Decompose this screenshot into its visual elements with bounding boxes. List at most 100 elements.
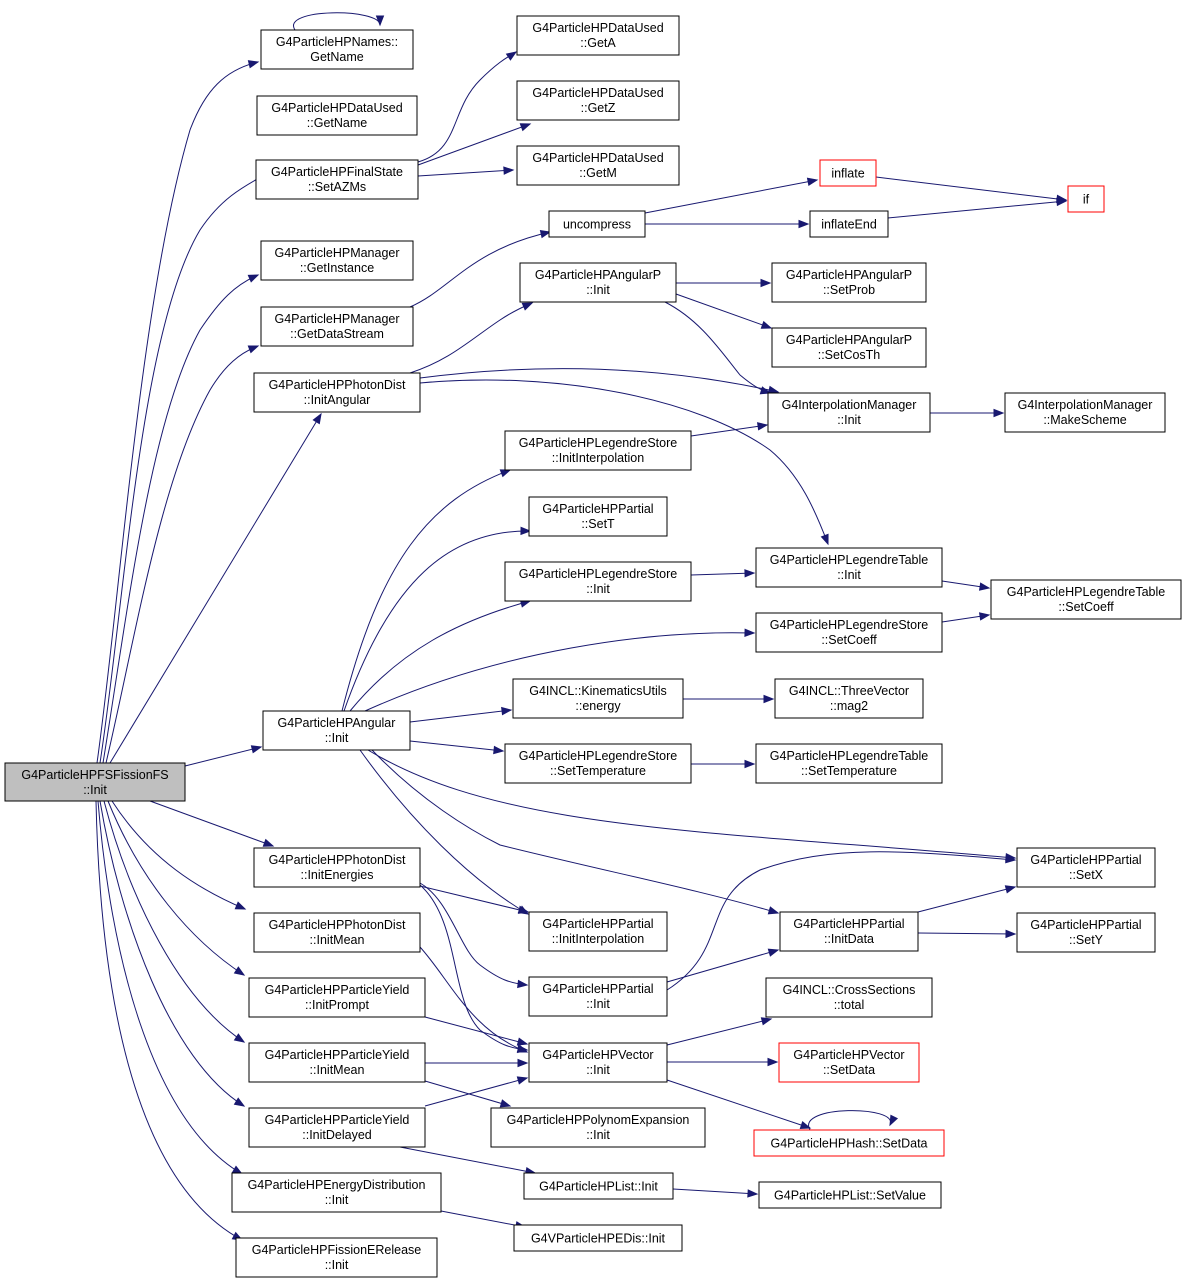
edge-line: [149, 800, 274, 847]
edge-line: [99, 800, 245, 1107]
node-finalstate-setazms[interactable]: G4ParticleHPFinalState::SetAZMs: [255, 159, 419, 200]
node-photondist-initangular[interactable]: G4ParticleHPPhotonDist::InitAngular: [253, 372, 421, 413]
node-partial-sett[interactable]: G4ParticleHPPartial::SetT: [528, 496, 668, 537]
node-label-line1: G4ParticleHPPhotonDist: [269, 853, 406, 867]
edge-root-to-manager_getinstance: [102, 274, 260, 764]
node-box: [767, 392, 931, 433]
edge-angularp_init-to-angularp_setprob: [676, 278, 772, 288]
edge-photondist_initenergies-to-partial_initinterpolation: [419, 885, 530, 914]
node-partial-sety[interactable]: G4ParticleHPPartial::SetY: [1016, 912, 1156, 953]
node-label-line1: G4ParticleHPEnergyDistribution: [248, 1178, 426, 1192]
node-threevector-mag2[interactable]: G4INCL::ThreeVector::mag2: [774, 678, 924, 719]
node-vector-setdata[interactable]: G4ParticleHPVector::SetData: [778, 1042, 920, 1083]
node-legendretable-setcoeff[interactable]: G4ParticleHPLegendreTable::SetCoeff: [990, 579, 1182, 620]
edge-root-to-yield_initdelayed: [99, 800, 246, 1107]
node-photondist-initenergies[interactable]: G4ParticleHPPhotonDist::InitEnergies: [253, 847, 421, 888]
edge-line: [424, 1077, 528, 1107]
node-interpolationmanager-makescheme[interactable]: G4InterpolationManager::MakeScheme: [1004, 392, 1166, 433]
node-label-line1: G4ParticleHPManager: [274, 246, 399, 260]
node-names-getname[interactable]: G4ParticleHPNames::GetName: [260, 29, 414, 70]
node-box: [516, 80, 680, 121]
node-box: [771, 327, 927, 368]
edge-root-to-fissionerelease_init: [95, 800, 244, 1241]
node-energydist-init[interactable]: G4ParticleHPEnergyDistribution::Init: [231, 1172, 442, 1213]
edge-line: [293, 12, 381, 31]
edge-line: [690, 424, 768, 437]
node-label: G4ParticleHPList::SetValue: [774, 1189, 926, 1203]
node-label-line1: G4ParticleHPPartial: [1030, 853, 1141, 867]
node-kinematicsutils-energy[interactable]: G4INCL::KinematicsUtils::energy: [512, 678, 684, 719]
node-label-line2: ::InitEnergies: [301, 868, 374, 882]
node-vector-init[interactable]: G4ParticleHPVector::Init: [528, 1042, 668, 1083]
arrowhead: [499, 1099, 512, 1108]
node-fissionerelease-init[interactable]: G4ParticleHPFissionERelease::Init: [235, 1237, 438, 1278]
node-crosssections-total[interactable]: G4INCL::CrossSections::total: [765, 977, 933, 1018]
node-vpedis-init[interactable]: G4VParticleHPEDis::Init: [513, 1224, 683, 1252]
node-box: [778, 1042, 920, 1083]
edge-finalstate_setazms-to-dataused_getm: [417, 166, 515, 177]
node-box: [231, 1172, 442, 1213]
node-legendrestore-setcoeff[interactable]: G4ParticleHPLegendreStore::SetCoeff: [755, 612, 943, 653]
node-interpolationmanager-init[interactable]: G4InterpolationManager::Init: [767, 392, 931, 433]
node-photondist-initmean[interactable]: G4ParticleHPPhotonDist::InitMean: [253, 912, 421, 953]
node-list-init[interactable]: G4ParticleHPList::Init: [523, 1172, 674, 1200]
node-dataused-geta[interactable]: G4ParticleHPDataUsed::GetA: [516, 15, 680, 56]
edge-line: [690, 572, 755, 576]
node-partial-init[interactable]: G4ParticleHPPartial::Init: [528, 976, 668, 1017]
node-box: [523, 1172, 674, 1200]
edge-line: [103, 800, 245, 1043]
node-polynomexpansion-init[interactable]: G4ParticleHPPolynomExpansion::Init: [490, 1107, 706, 1148]
node-hash-setdata[interactable]: G4ParticleHPHash::SetData: [753, 1129, 945, 1157]
node-uncompress[interactable]: uncompress: [548, 210, 646, 238]
node-yield-initdelayed[interactable]: G4ParticleHPParticleYield::InitDelayed: [248, 1107, 426, 1148]
edge-photondist_initenergies-to-partial_init: [419, 882, 529, 989]
node-dataused-getname[interactable]: G4ParticleHPDataUsed::GetName: [256, 95, 418, 136]
node-label: G4ParticleHPList::Init: [539, 1180, 658, 1194]
node-manager-getinstance[interactable]: G4ParticleHPManager::GetInstance: [260, 240, 414, 281]
node-legendrestore-init[interactable]: G4ParticleHPLegendreStore::Init: [504, 561, 692, 602]
node-label-line2: ::SetY: [1069, 933, 1104, 947]
node-yield-initmean[interactable]: G4ParticleHPParticleYield::InitMean: [248, 1042, 426, 1083]
node-legendretable-settemperature[interactable]: G4ParticleHPLegendreTable::SetTemperatur…: [755, 743, 943, 784]
node-box: [4, 762, 186, 802]
node-angular-init[interactable]: G4ParticleHPAngular::Init: [262, 710, 411, 751]
node-dataused-getm[interactable]: G4ParticleHPDataUsed::GetM: [516, 145, 680, 186]
edge-kinematicsutils_energy-to-threevector_mag2: [683, 694, 775, 704]
node-label-line2: ::InitMean: [310, 933, 365, 947]
node-if[interactable]: if: [1067, 185, 1105, 213]
node-angularp-init[interactable]: G4ParticleHPAngularP::Init: [519, 262, 677, 303]
node-angularp-setprob[interactable]: G4ParticleHPAngularP::SetProb: [771, 262, 927, 303]
node-partial-initdata[interactable]: G4ParticleHPPartial::InitData: [779, 911, 919, 952]
node-partial-setx[interactable]: G4ParticleHPPartial::SetX: [1016, 847, 1156, 888]
arrowhead: [760, 1017, 773, 1026]
arrowhead: [519, 123, 532, 132]
node-angularp-setcosth[interactable]: G4ParticleHPAngularP::SetCosTh: [771, 327, 927, 368]
edge-angular_init-to-legendrestore_settemperature: [409, 740, 505, 755]
node-inflate[interactable]: inflate: [819, 159, 877, 187]
node-inflateend[interactable]: inflateEnd: [809, 210, 889, 238]
node-partial-initinterpolation[interactable]: G4ParticleHPPartial::InitInterpolation: [528, 911, 668, 952]
edge-line: [367, 749, 1016, 859]
node-label: uncompress: [563, 218, 631, 232]
node-legendrestore-settemperature[interactable]: G4ParticleHPLegendreStore::SetTemperatur…: [504, 743, 692, 784]
node-label-line2: ::MakeScheme: [1043, 413, 1126, 427]
node-box: [516, 145, 680, 186]
node-box: [248, 977, 426, 1018]
edge-vector_init-to-crosssections_total: [666, 1017, 773, 1046]
node-label-line1: G4ParticleHPPartial: [542, 917, 653, 931]
edge-line: [419, 368, 779, 393]
arrowhead: [247, 274, 260, 283]
edge-angularp_init-to-angularp_setcosth: [675, 293, 773, 329]
node-label-line2: ::GetDataStream: [290, 327, 384, 341]
node-legendrestore-initinterpolation[interactable]: G4ParticleHPLegendreStore::InitInterpola…: [504, 430, 692, 471]
edge-partial_init-to-partial_initdata: [666, 948, 780, 983]
node-box: [504, 430, 692, 471]
node-manager-getdatastream[interactable]: G4ParticleHPManager::GetDataStream: [260, 306, 414, 347]
edge-line: [417, 169, 514, 177]
node-list-setvalue[interactable]: G4ParticleHPList::SetValue: [758, 1181, 942, 1209]
node-root[interactable]: G4ParticleHPFSFissionFS::Init: [4, 762, 186, 802]
node-dataused-getz[interactable]: G4ParticleHPDataUsed::GetZ: [516, 80, 680, 121]
node-legendretable-init[interactable]: G4ParticleHPLegendreTable::Init: [755, 547, 943, 588]
edge-line: [666, 1018, 772, 1046]
node-yield-initprompt[interactable]: G4ParticleHPParticleYield::InitPrompt: [248, 977, 426, 1018]
